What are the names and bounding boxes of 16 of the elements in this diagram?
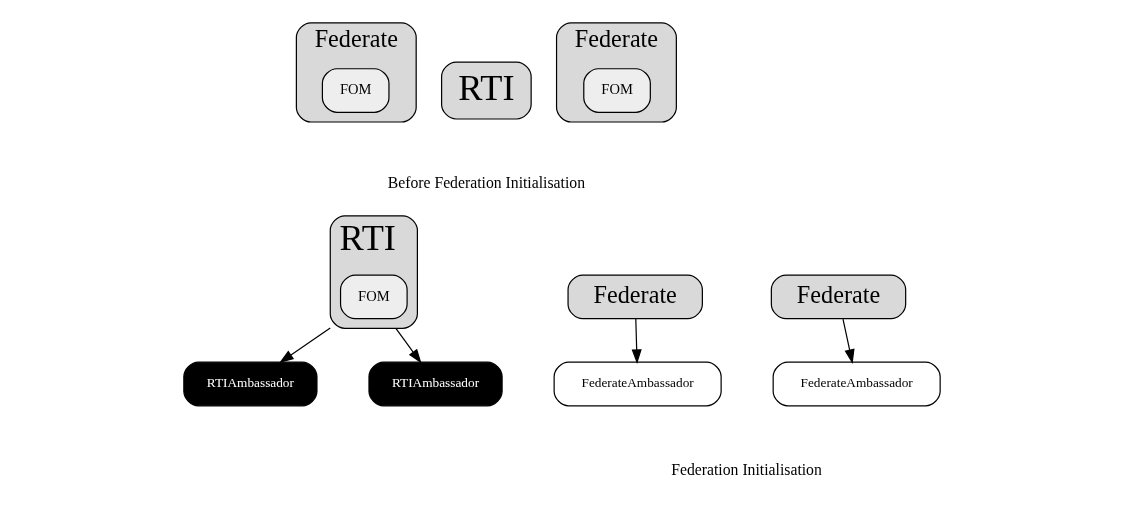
arrow: [842, 318, 855, 364]
label: Before Federation Initialisation: [387, 174, 586, 192]
node-box: Federate: [770, 274, 907, 320]
node-box: FederateAmbassador: [772, 361, 941, 407]
label: Federation Initialisation: [671, 461, 822, 479]
node-box: FOM: [321, 68, 390, 113]
arrow: [279, 327, 331, 363]
node-box: RTIAmbassador: [368, 361, 503, 407]
node-box: RTIAmbassador: [183, 361, 318, 407]
node-box: Federate: [567, 274, 703, 320]
node-box: FOM: [339, 274, 408, 320]
node-box: FOM: [583, 68, 651, 113]
arrow: [631, 318, 642, 364]
node-box: RTI: [441, 61, 532, 120]
arrow: [395, 327, 422, 364]
node-box: FederateAmbassador: [553, 361, 722, 407]
